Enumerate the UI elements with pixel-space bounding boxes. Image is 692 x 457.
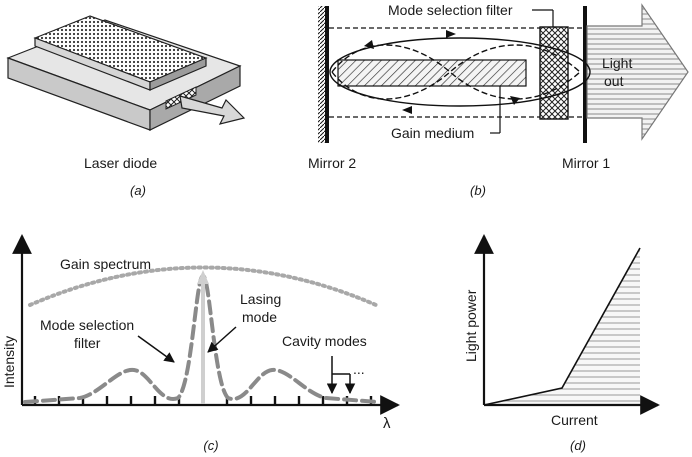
mirror-2 [325, 6, 329, 143]
panel-a: Laser diode (a) [6, 15, 246, 198]
mode-filter-label-2: filter [74, 335, 101, 351]
diode-ridge-side [149, 57, 207, 91]
laser-diode-illustration [6, 15, 246, 131]
laser-diode-label: Laser diode [84, 155, 157, 171]
lasing-mode-label-1: Lasing [240, 291, 281, 307]
lasing-mode-label-2: mode [242, 309, 277, 325]
lasing-mode-pointer [207, 326, 237, 353]
standing-wave-1 [331, 44, 581, 100]
mode-filter-pointer [137, 335, 175, 363]
panel-c: Gain spectrum Lasing mode Mode selection… [1, 234, 400, 453]
cavity-mode-outer [329, 37, 591, 107]
mode-selection-filter [539, 26, 569, 120]
light-current-curve [483, 247, 641, 406]
mode-filter-label-1: Mode selection [40, 317, 134, 333]
light-out-arrow [586, 3, 689, 141]
light-out-label-1: Light [602, 55, 632, 71]
light-power-region [484, 248, 640, 405]
cavity-arrow-right [510, 96, 520, 105]
standing-wave-2 [331, 44, 581, 100]
cavity-modes-label: Cavity modes [282, 333, 367, 349]
gain-spectrum-label: Gain spectrum [60, 256, 151, 272]
diode-emission-arrow [179, 95, 246, 125]
gain-spectrum-curve [28, 265, 378, 307]
wavelength-axis-label: λ [383, 415, 391, 432]
light-power-axis-label: Light power [463, 289, 479, 362]
intensity-axis-label: Intensity [1, 336, 17, 388]
cavity-arrow-top [446, 30, 456, 38]
caption-b: (b) [470, 183, 486, 198]
mirror-1-label: Mirror 1 [562, 155, 610, 171]
cavity-ellipsis: ... [353, 361, 365, 377]
mirror-2-label: Mirror 2 [308, 155, 356, 171]
current-axis-label: Current [551, 412, 598, 428]
panel-d: Light power Current (d) [463, 234, 660, 453]
caption-a: (a) [130, 183, 146, 198]
caption-c: (c) [203, 438, 218, 453]
cavity-arrow-left [364, 40, 374, 49]
lasing-mode-arrowhead [197, 270, 209, 284]
cavity-arrow-bottom [402, 106, 412, 114]
gain-medium [337, 59, 527, 87]
panel-b: Mode selection filter Light out Gain med… [308, 2, 689, 198]
caption-d: (d) [570, 438, 586, 453]
light-out-label-2: out [604, 73, 624, 89]
diode-substrate-side [149, 65, 241, 131]
mirror-2-hatch [318, 6, 325, 143]
mirror-1 [583, 6, 587, 143]
mode-selection-filter-label: Mode selection filter [388, 2, 513, 18]
gain-medium-label: Gain medium [391, 125, 474, 141]
